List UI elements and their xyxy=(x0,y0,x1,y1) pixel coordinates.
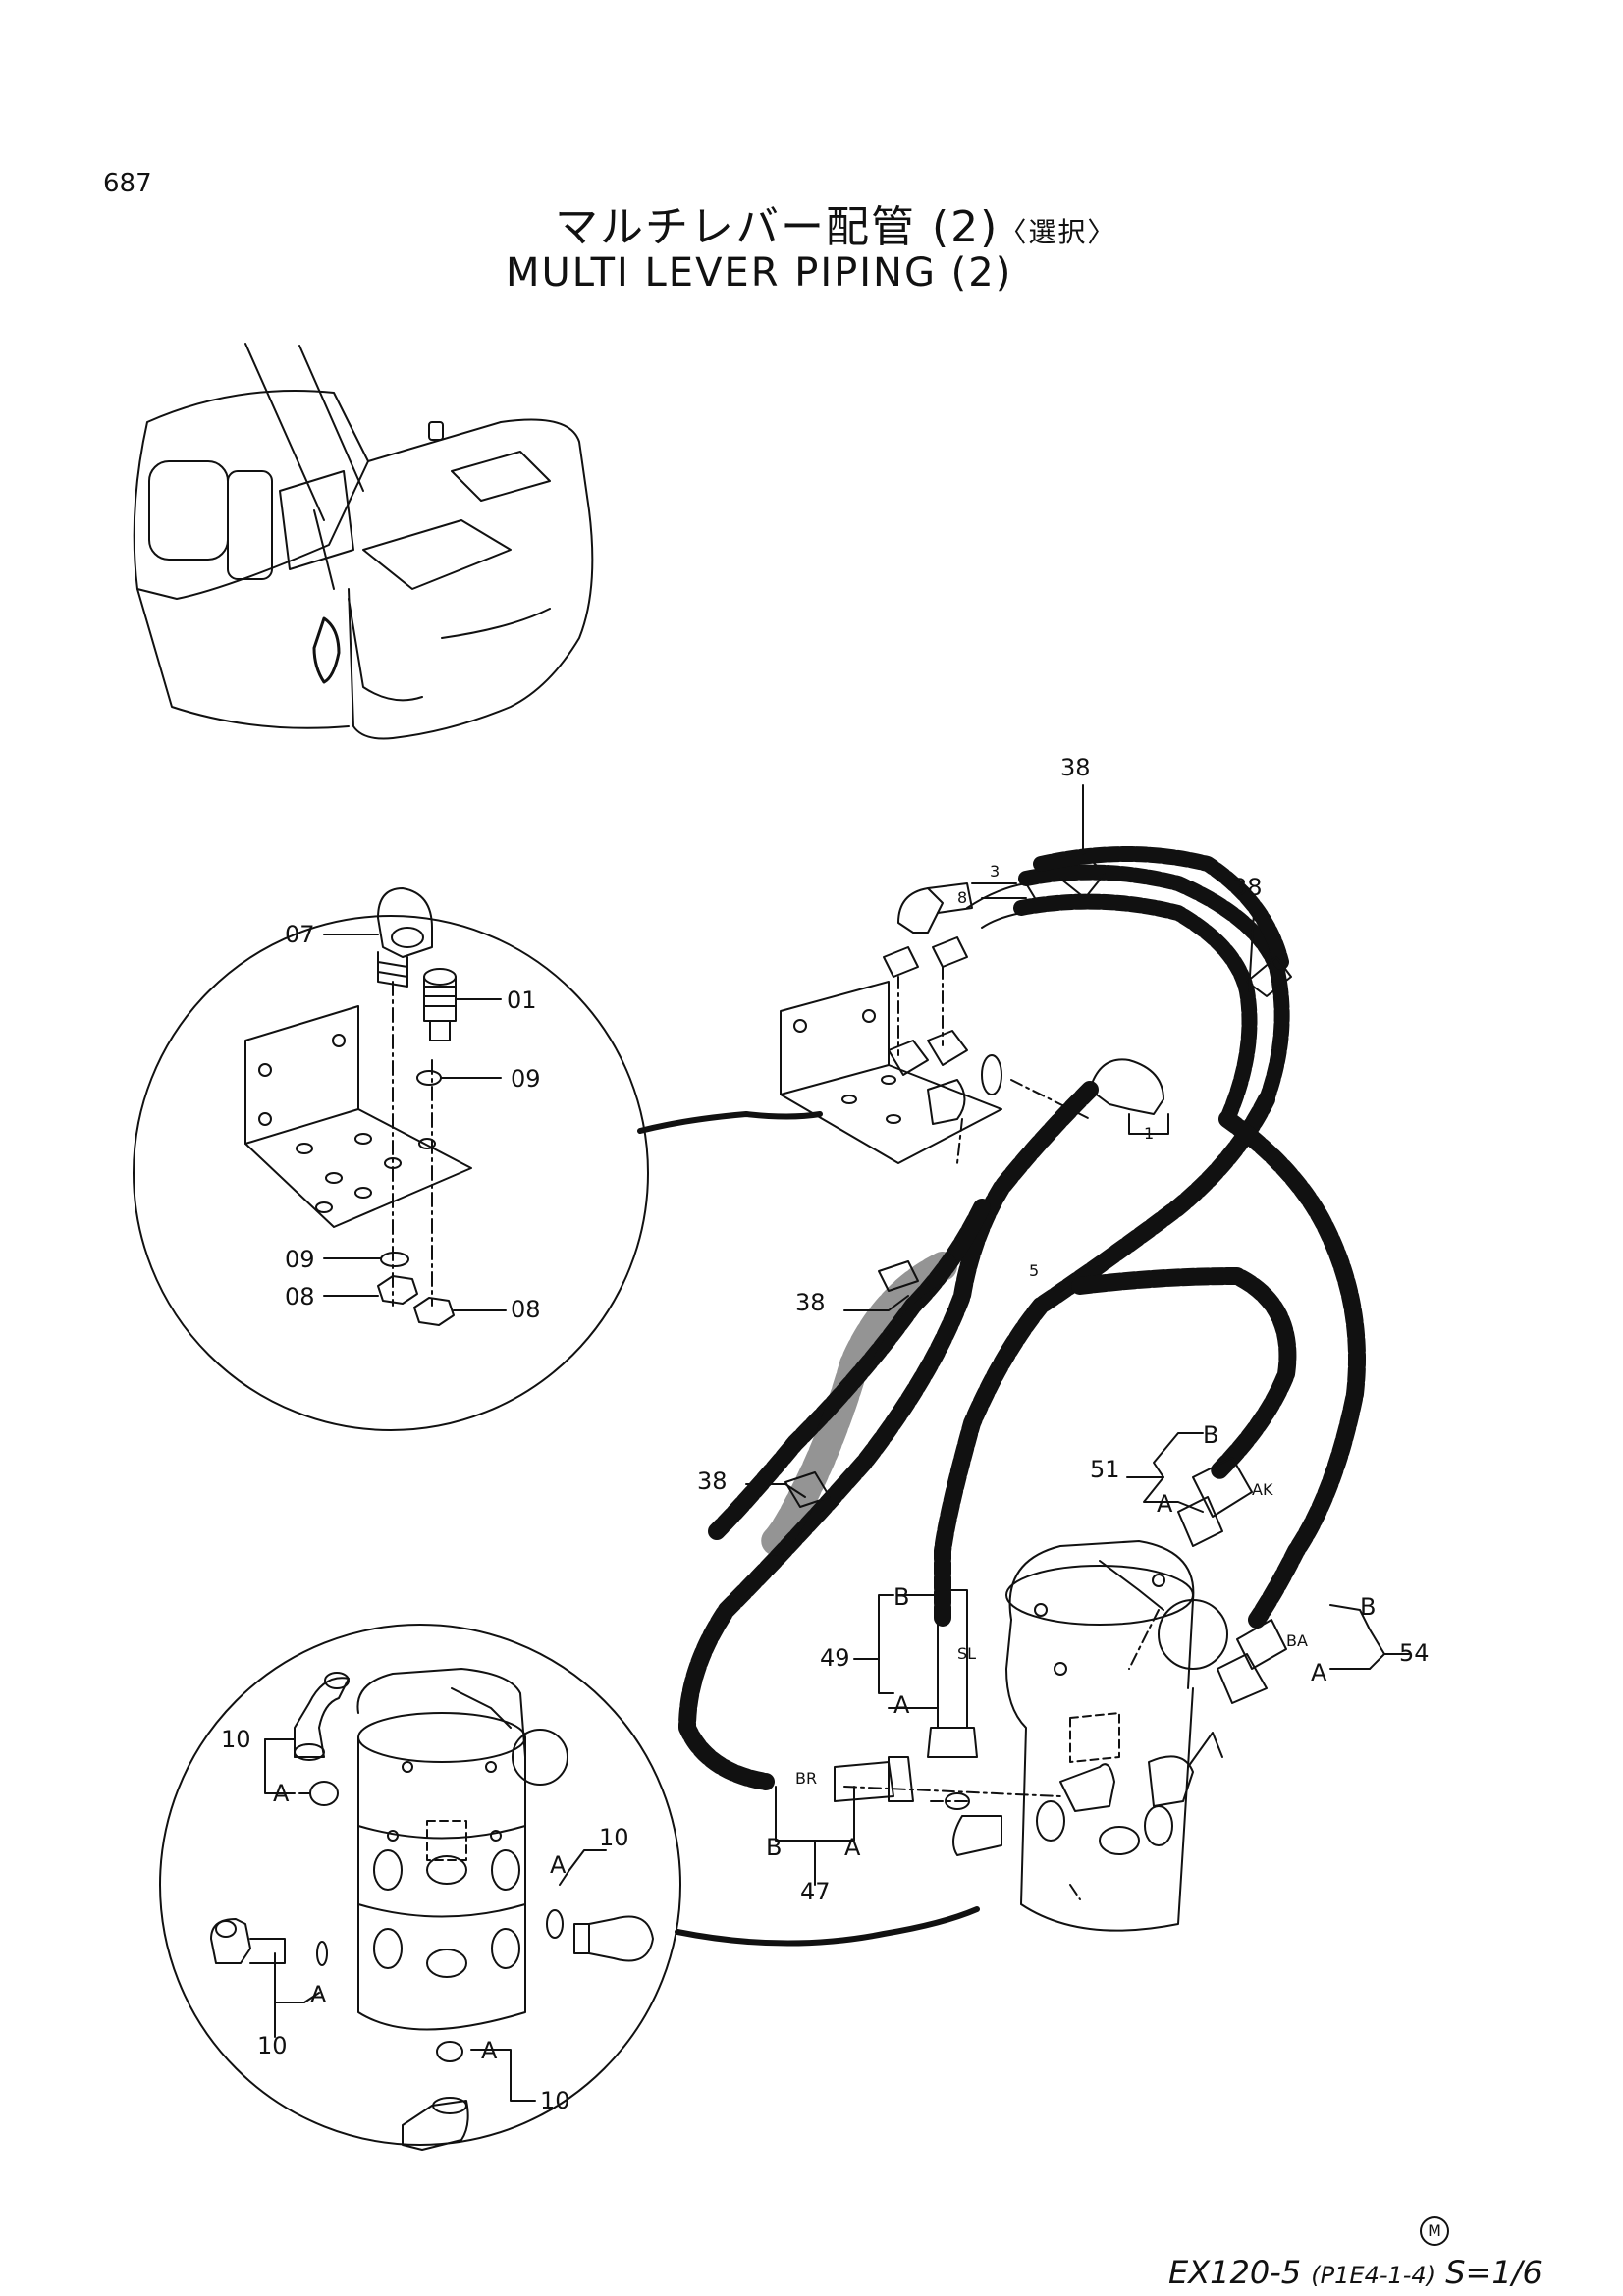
callout-47-A: A xyxy=(844,1834,861,1861)
lower-detail-circle xyxy=(159,1624,980,2151)
callout-07: 07 xyxy=(285,921,315,948)
callout-08-right: 08 xyxy=(511,1296,541,1323)
callout-54-B: B xyxy=(1360,1593,1376,1621)
callout-47: 47 xyxy=(800,1878,831,1905)
label-3: 3 xyxy=(990,862,1000,881)
label-5: 5 xyxy=(1029,1261,1039,1280)
callout-38-lower: 38 xyxy=(697,1468,728,1495)
callout-51: 51 xyxy=(1090,1456,1120,1483)
label-AK: AK xyxy=(1252,1480,1273,1499)
callout-38-middle: 38 xyxy=(795,1289,826,1316)
footer-model: EX120-5 xyxy=(1168,2254,1302,2291)
title-english: MULTI LEVER PIPING (2) xyxy=(506,250,1013,295)
title-japanese-tag: 〈選択〉 xyxy=(999,216,1117,248)
label-SL: SL xyxy=(957,1644,976,1663)
page-number: 687 xyxy=(103,169,152,198)
callout-10-top-left: 10 xyxy=(221,1726,251,1753)
callout-08-left: 08 xyxy=(285,1283,315,1310)
machine-overview-illustration xyxy=(133,343,594,740)
callout-38-top: 38 xyxy=(1060,754,1091,781)
upper-detail-circle xyxy=(133,887,823,1431)
callout-10-right: 10 xyxy=(599,1824,629,1851)
main-hose-assembly xyxy=(678,784,1410,1932)
callout-10-bottom-A: A xyxy=(481,2037,498,2064)
callout-49: 49 xyxy=(820,1644,850,1672)
callout-10-bottom: 10 xyxy=(540,2087,570,2114)
footer-mark-symbol: M xyxy=(1420,2216,1449,2246)
callout-49-A: A xyxy=(893,1691,910,1719)
label-BR: BR xyxy=(795,1769,817,1788)
callout-10-left-A: A xyxy=(310,1981,327,2008)
callout-10-left: 10 xyxy=(257,2032,288,2059)
label-BA: BA xyxy=(1286,1631,1308,1650)
callout-10-top-left-A: A xyxy=(273,1780,290,1807)
callout-38-right: 38 xyxy=(1232,874,1263,901)
callout-54: 54 xyxy=(1399,1639,1430,1667)
callout-51-A: A xyxy=(1157,1490,1173,1518)
callout-09-lower: 09 xyxy=(285,1246,315,1273)
callout-01: 01 xyxy=(507,987,537,1014)
callout-49-B: B xyxy=(893,1583,909,1611)
callout-54-A: A xyxy=(1311,1659,1327,1686)
callout-47-B: B xyxy=(766,1834,782,1861)
callout-51-B: B xyxy=(1203,1421,1218,1449)
footer-code: (P1E4-1-4) xyxy=(1311,2262,1436,2289)
footer-scale: S=1/6 xyxy=(1445,2254,1542,2291)
label-1: 1 xyxy=(1144,1124,1154,1143)
footer-model-line: EX120-5 (P1E4-1-4) S=1/6 xyxy=(1168,2254,1542,2291)
callout-labels: 38 38 38 38 07 01 09 09 08 08 51 B A AK … xyxy=(221,754,1430,2114)
callout-09-upper: 09 xyxy=(511,1065,541,1093)
title-japanese-text: マルチレバー配管 (2) xyxy=(555,202,1000,252)
label-8: 8 xyxy=(957,888,967,907)
callout-10-right-A: A xyxy=(550,1851,567,1879)
title-japanese: マルチレバー配管 (2)〈選択〉 xyxy=(555,191,1116,254)
